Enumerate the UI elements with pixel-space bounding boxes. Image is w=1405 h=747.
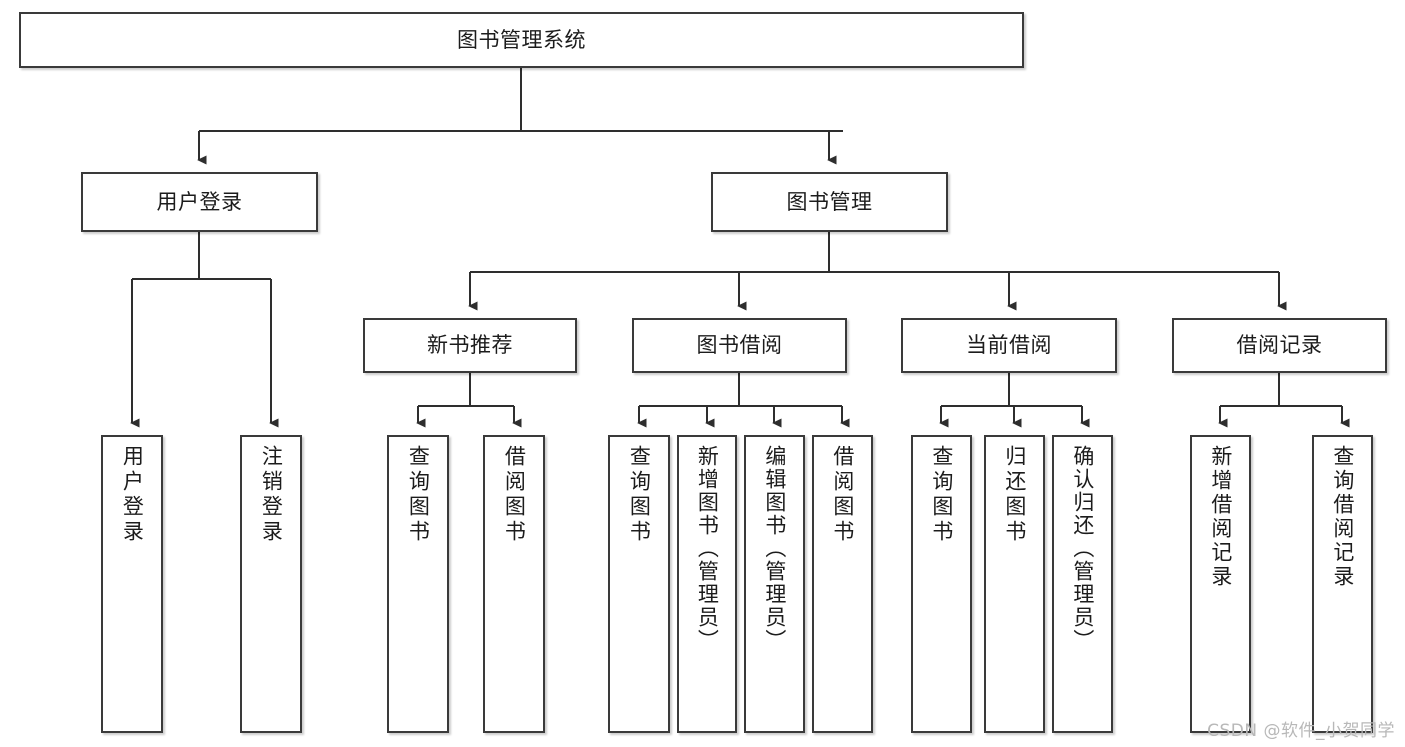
- node-leaf-return-book[interactable]: 归还图书: [984, 435, 1045, 733]
- node-book-borrow-label: 图书借阅: [696, 333, 783, 358]
- node-root-label: 图书管理系统: [457, 27, 586, 52]
- node-current-borrow-label: 当前借阅: [966, 333, 1052, 358]
- node-leaf-add-book[interactable]: 新增图书（管理员）: [677, 435, 737, 733]
- node-leaf-edit-book-label: 编辑图书（管理员）: [762, 445, 787, 652]
- node-new-book-rec-label: 新书推荐: [427, 333, 513, 358]
- node-leaf-query-book-2-label: 查询图书: [627, 445, 652, 545]
- node-leaf-confirm-return-label: 确认归还（管理员）: [1070, 445, 1095, 652]
- node-leaf-borrow-book-2-label: 借阅图书: [830, 445, 855, 545]
- node-leaf-user-login[interactable]: 用户登录: [101, 435, 163, 733]
- node-leaf-return-book-label: 归还图书: [1002, 445, 1027, 545]
- node-book-borrow[interactable]: 图书借阅: [632, 318, 847, 373]
- node-user-login-label: 用户登录: [156, 189, 243, 214]
- node-leaf-query-record[interactable]: 查询借阅记录: [1312, 435, 1373, 733]
- node-leaf-edit-book[interactable]: 编辑图书（管理员）: [744, 435, 805, 733]
- node-leaf-borrow-book-1-label: 借阅图书: [502, 445, 527, 545]
- node-current-borrow[interactable]: 当前借阅: [901, 318, 1117, 373]
- node-leaf-add-record-label: 新增借阅记录: [1208, 445, 1233, 589]
- node-root[interactable]: 图书管理系统: [19, 12, 1024, 68]
- node-new-book-rec[interactable]: 新书推荐: [363, 318, 577, 373]
- node-leaf-logout-label: 注销登录: [259, 445, 284, 545]
- node-leaf-add-book-label: 新增图书（管理员）: [695, 445, 720, 652]
- node-leaf-logout[interactable]: 注销登录: [240, 435, 302, 733]
- node-leaf-borrow-book-2[interactable]: 借阅图书: [812, 435, 873, 733]
- node-borrow-record[interactable]: 借阅记录: [1172, 318, 1387, 373]
- node-book-manage[interactable]: 图书管理: [711, 172, 948, 232]
- node-user-login[interactable]: 用户登录: [81, 172, 318, 232]
- node-leaf-borrow-book-1[interactable]: 借阅图书: [483, 435, 545, 733]
- csdn-watermark: CSDN @软件_小贺同学: [1207, 721, 1395, 741]
- node-borrow-record-label: 借阅记录: [1236, 333, 1323, 358]
- node-leaf-confirm-return[interactable]: 确认归还（管理员）: [1052, 435, 1113, 733]
- node-leaf-query-book-3-label: 查询图书: [929, 445, 954, 545]
- node-leaf-query-book-1-label: 查询图书: [406, 445, 431, 545]
- node-leaf-query-book-1[interactable]: 查询图书: [387, 435, 449, 733]
- node-leaf-add-record[interactable]: 新增借阅记录: [1190, 435, 1251, 733]
- node-book-manage-label: 图书管理: [786, 189, 873, 214]
- node-leaf-query-record-label: 查询借阅记录: [1330, 445, 1355, 589]
- node-leaf-query-book-3[interactable]: 查询图书: [911, 435, 972, 733]
- node-leaf-query-book-2[interactable]: 查询图书: [608, 435, 670, 733]
- node-leaf-user-login-label: 用户登录: [120, 445, 145, 545]
